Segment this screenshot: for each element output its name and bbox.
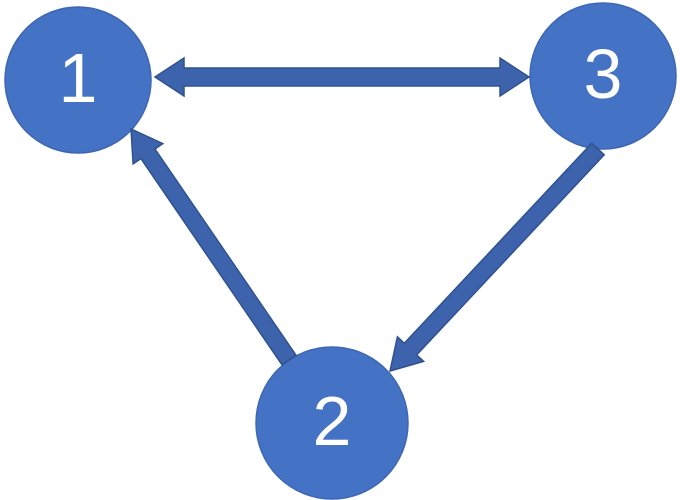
node-3 <box>529 2 677 150</box>
edge-2-1-arrow <box>130 127 298 366</box>
node-2-label: 2 <box>313 382 352 460</box>
node-1 <box>4 6 152 154</box>
edge-1-3-bidirectional-arrow <box>153 56 531 98</box>
edge-3-2-arrow <box>389 142 606 373</box>
node-2 <box>255 346 409 500</box>
node-3-label: 3 <box>584 35 623 113</box>
node-1-label: 1 <box>59 39 98 117</box>
